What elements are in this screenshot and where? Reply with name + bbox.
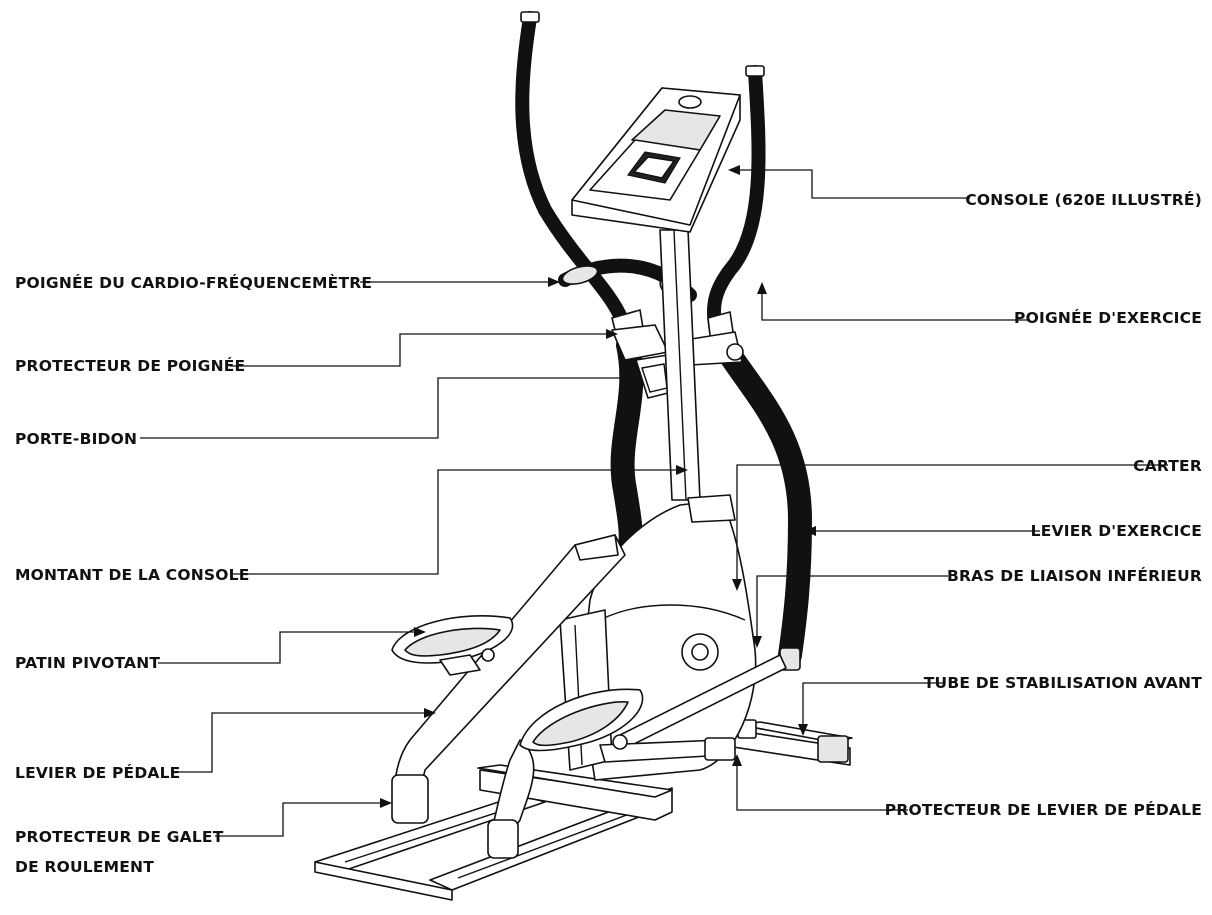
exercise-levers [610, 333, 813, 671]
label-pivot-pad: PATIN PIVOTANT [15, 654, 160, 672]
console-shape [571, 87, 741, 233]
pivot-pad-rear [391, 615, 514, 676]
label-exercise-handle: POIGNÉE D'EXERCICE [1014, 308, 1202, 327]
label-roller-guard-line2: DE ROULEMENT [15, 858, 154, 876]
console-mast-shape [659, 229, 701, 501]
leader-lines [140, 165, 1168, 837]
label-housing: CARTER [1133, 457, 1202, 475]
exercise-handles [515, 11, 766, 332]
label-exercise-lever: LEVIER D'EXERCICE [1031, 522, 1202, 540]
label-pedal-lever: LEVIER DE PÉDALE [15, 763, 180, 782]
pedal-lever-rear [391, 534, 626, 824]
label-pedal-lever-protector: PROTECTEUR DE LEVIER DE PÉDALE [885, 800, 1202, 819]
label-heart-rate-grip: POIGNÉE DU CARDIO-FRÉQUENCEMÈTRE [15, 273, 372, 292]
label-console-mast: MONTANT DE LA CONSOLE [15, 566, 250, 584]
handle-protectors [611, 309, 744, 366]
pivot-pad-front [519, 688, 644, 752]
label-roller-guard-line1: PROTECTEUR DE GALET [15, 828, 224, 846]
label-lower-link-arm: BRAS DE LIAISON INFÉRIEUR [947, 566, 1202, 585]
elliptical-trainer-illustration [314, 11, 853, 901]
pedal-lever-front [487, 739, 726, 859]
part-labels: CONSOLE (620E ILLUSTRÉ) POIGNÉE DU CARDI… [15, 190, 1202, 876]
label-front-stabilizer: TUBE DE STABILISATION AVANT [924, 674, 1202, 692]
label-bottle-holder: PORTE-BIDON [15, 430, 137, 448]
label-handle-protector: PROTECTEUR DE POIGNÉE [15, 356, 245, 375]
pedal-lever-protector-shape [704, 737, 736, 761]
label-console: CONSOLE (620E ILLUSTRÉ) [965, 190, 1202, 209]
